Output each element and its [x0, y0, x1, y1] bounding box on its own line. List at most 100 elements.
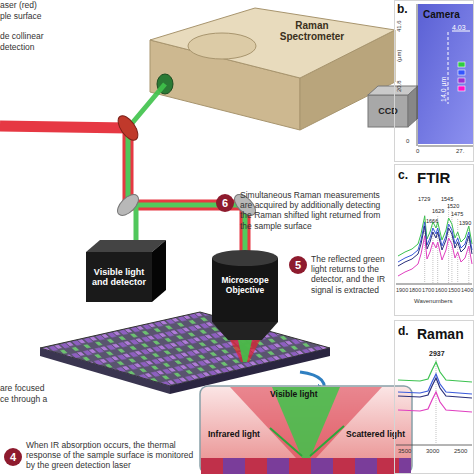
callout-marker: 5The reflected green light returns to th… — [289, 256, 307, 274]
box-label: Microscope Objective — [212, 276, 278, 296]
sample-surface — [40, 312, 330, 394]
ftir-spectra — [396, 204, 472, 284]
detector-cube — [86, 240, 166, 252]
camera-image — [418, 4, 474, 144]
ccd-camera — [368, 86, 418, 127]
box-label: Visible light and detector — [86, 267, 152, 288]
zoom-inset — [200, 386, 412, 474]
laser-beams — [134, 205, 139, 242]
objective-body — [212, 258, 278, 322]
raman-spectra — [398, 374, 472, 394]
figure-label: 1400 — [461, 287, 473, 293]
figure-label: aser (red) — [0, 1, 37, 11]
figure-label: 1629 — [432, 208, 444, 214]
figure-label: 1700 — [422, 287, 434, 293]
sample-surface — [40, 348, 170, 394]
raman-spectra — [396, 358, 472, 445]
zoom-inset — [399, 458, 411, 474]
zoom-inset — [201, 458, 223, 474]
ftir-panel: c.FTIR — [394, 164, 474, 316]
figure-label: 1900 — [396, 287, 408, 293]
figure-label: 2937 — [429, 350, 445, 358]
figure-label: are focused — [0, 384, 44, 394]
sample-surface — [40, 312, 330, 386]
zoom-inset — [230, 387, 382, 458]
panel-text: d. — [398, 325, 409, 339]
zoom-inset — [333, 458, 355, 474]
figure-label: 0 — [406, 138, 409, 145]
callout-number: 6 — [216, 194, 234, 212]
figure-label: 1666 — [426, 218, 438, 224]
ftir-spectra — [425, 204, 469, 283]
detector-cube — [86, 252, 152, 302]
zoom-inset — [355, 458, 377, 474]
mirror — [114, 113, 259, 220]
ftir-spectra — [437, 216, 438, 283]
figure-label: 1475 — [451, 211, 463, 217]
mirror — [114, 113, 142, 144]
camera-image — [458, 86, 465, 91]
raman-spectrometer — [188, 33, 256, 59]
figure-label: detection — [0, 43, 35, 53]
figure-label: (µm) — [396, 50, 403, 62]
callout-number: 5 — [289, 256, 307, 274]
ftir-spectra — [396, 284, 472, 285]
zoom-inset — [289, 458, 311, 474]
figure-label: 1500 — [448, 287, 460, 293]
figure-label: ce through a — [0, 395, 47, 405]
figure-label: 0 — [416, 148, 419, 155]
zoom-inset — [377, 458, 399, 474]
zoom-inset — [310, 426, 344, 456]
detector-cube — [152, 240, 166, 302]
laser-beams — [0, 84, 245, 262]
zoom-inset — [245, 458, 267, 474]
panel-text: c. — [398, 169, 408, 183]
callout-text: When IR absorption occurs, the thermal r… — [26, 440, 196, 471]
laser-beams — [0, 126, 245, 262]
camera-image — [418, 146, 474, 147]
zoom-inset — [267, 458, 289, 474]
camera-image — [417, 4, 474, 146]
camera-image — [417, 4, 418, 146]
raman-spectra — [396, 445, 472, 446]
raman-spectra — [398, 392, 472, 412]
camera-image — [458, 78, 465, 83]
raman-spectra — [436, 358, 437, 444]
laser-beams — [128, 84, 245, 262]
panel-text: Scattered light — [346, 430, 405, 440]
figure-label: 1729 — [418, 196, 430, 202]
figure-label: 14.0 µm — [440, 77, 448, 102]
panel-text: Infrared light — [208, 430, 260, 440]
ccd-box: CCD — [368, 97, 408, 125]
figure-label: 1800 — [409, 287, 421, 293]
objective-body — [212, 250, 278, 266]
figure-label: 27. — [456, 148, 464, 155]
ftir-spectra — [398, 236, 472, 276]
panel-text: Raman — [417, 326, 464, 342]
figure-label: 2500 — [454, 448, 467, 455]
callout-marker: 4When IR absorption occurs, the thermal … — [4, 448, 22, 466]
panel-text: Camera — [423, 9, 460, 21]
figure-label: Wavenumbers — [414, 298, 452, 305]
callout-text: Simultaneous Raman measurements are acqu… — [240, 190, 394, 231]
detector-box: Visible light and detector — [86, 254, 152, 300]
instrument-box: Raman Spectrometer — [262, 16, 362, 46]
panel-text: b. — [397, 3, 408, 17]
figure-label: 3000 — [426, 448, 439, 455]
figure-label: 1545 — [441, 196, 453, 202]
callout-text: The reflected green light returns to the… — [311, 254, 395, 295]
box-label: Raman Spectrometer — [262, 20, 362, 43]
figure-label: 20.8 — [396, 80, 403, 92]
inset-panel: Visible lightInfrared lightScattered lig… — [200, 386, 412, 474]
figure-label: ple surface — [0, 12, 42, 22]
mirror — [114, 191, 142, 219]
objective-body — [238, 340, 252, 362]
camera-image — [448, 32, 449, 104]
objective-box: Microscope Objective — [212, 266, 278, 306]
raman-spectrometer — [150, 8, 395, 130]
zoom-inset — [223, 458, 245, 474]
figure-label: 41.6 — [396, 20, 403, 32]
callout-number: 4 — [4, 448, 22, 466]
